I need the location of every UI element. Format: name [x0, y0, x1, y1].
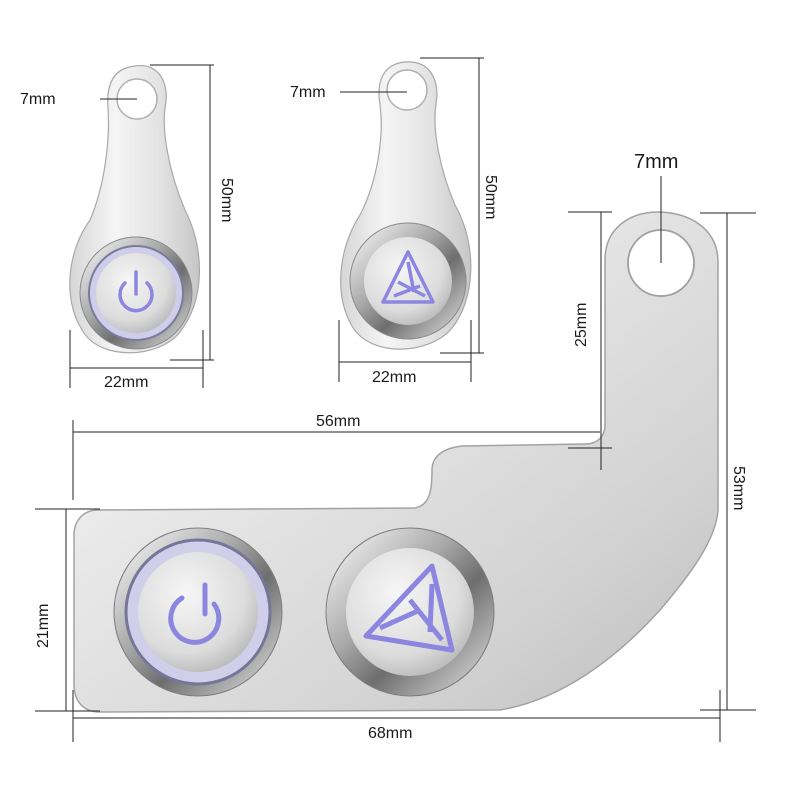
small-switch-logo-hole [386, 69, 428, 111]
bracket-arm-height-label: 25mm [573, 303, 590, 347]
bracket-hole-label: 7mm [634, 151, 678, 173]
small-b-height-label: 50mm [482, 175, 499, 219]
small-a-height-label: 50mm [218, 178, 235, 222]
small-switch-power [69, 65, 200, 354]
triangle-logo-icon [381, 250, 435, 304]
bracket-switch [73, 211, 719, 713]
power-icon [168, 582, 222, 645]
small-a-hole-label: 7mm [20, 91, 56, 108]
bracket-total-height-label: 53mm [730, 466, 747, 510]
dimension-labels: 7mm 50mm 22mm 7mm 50mm 22mm 7mm 25mm 56m… [20, 84, 747, 742]
bracket-total-width-label: 68mm [368, 725, 412, 742]
power-icon [118, 270, 154, 313]
small-switch-logo [340, 61, 472, 350]
triangle-logo-icon [363, 563, 455, 653]
small-b-width-label: 22mm [372, 369, 416, 386]
small-a-width-label: 22mm [104, 374, 148, 391]
small-b-hole-label: 7mm [290, 84, 326, 101]
small-switch-logo-cap [364, 237, 452, 325]
dimension-lines [35, 57, 756, 742]
bracket-body-height-label: 21mm [35, 604, 52, 648]
bracket-offset-label: 56mm [316, 413, 360, 430]
bracket-power-cap [138, 552, 258, 672]
